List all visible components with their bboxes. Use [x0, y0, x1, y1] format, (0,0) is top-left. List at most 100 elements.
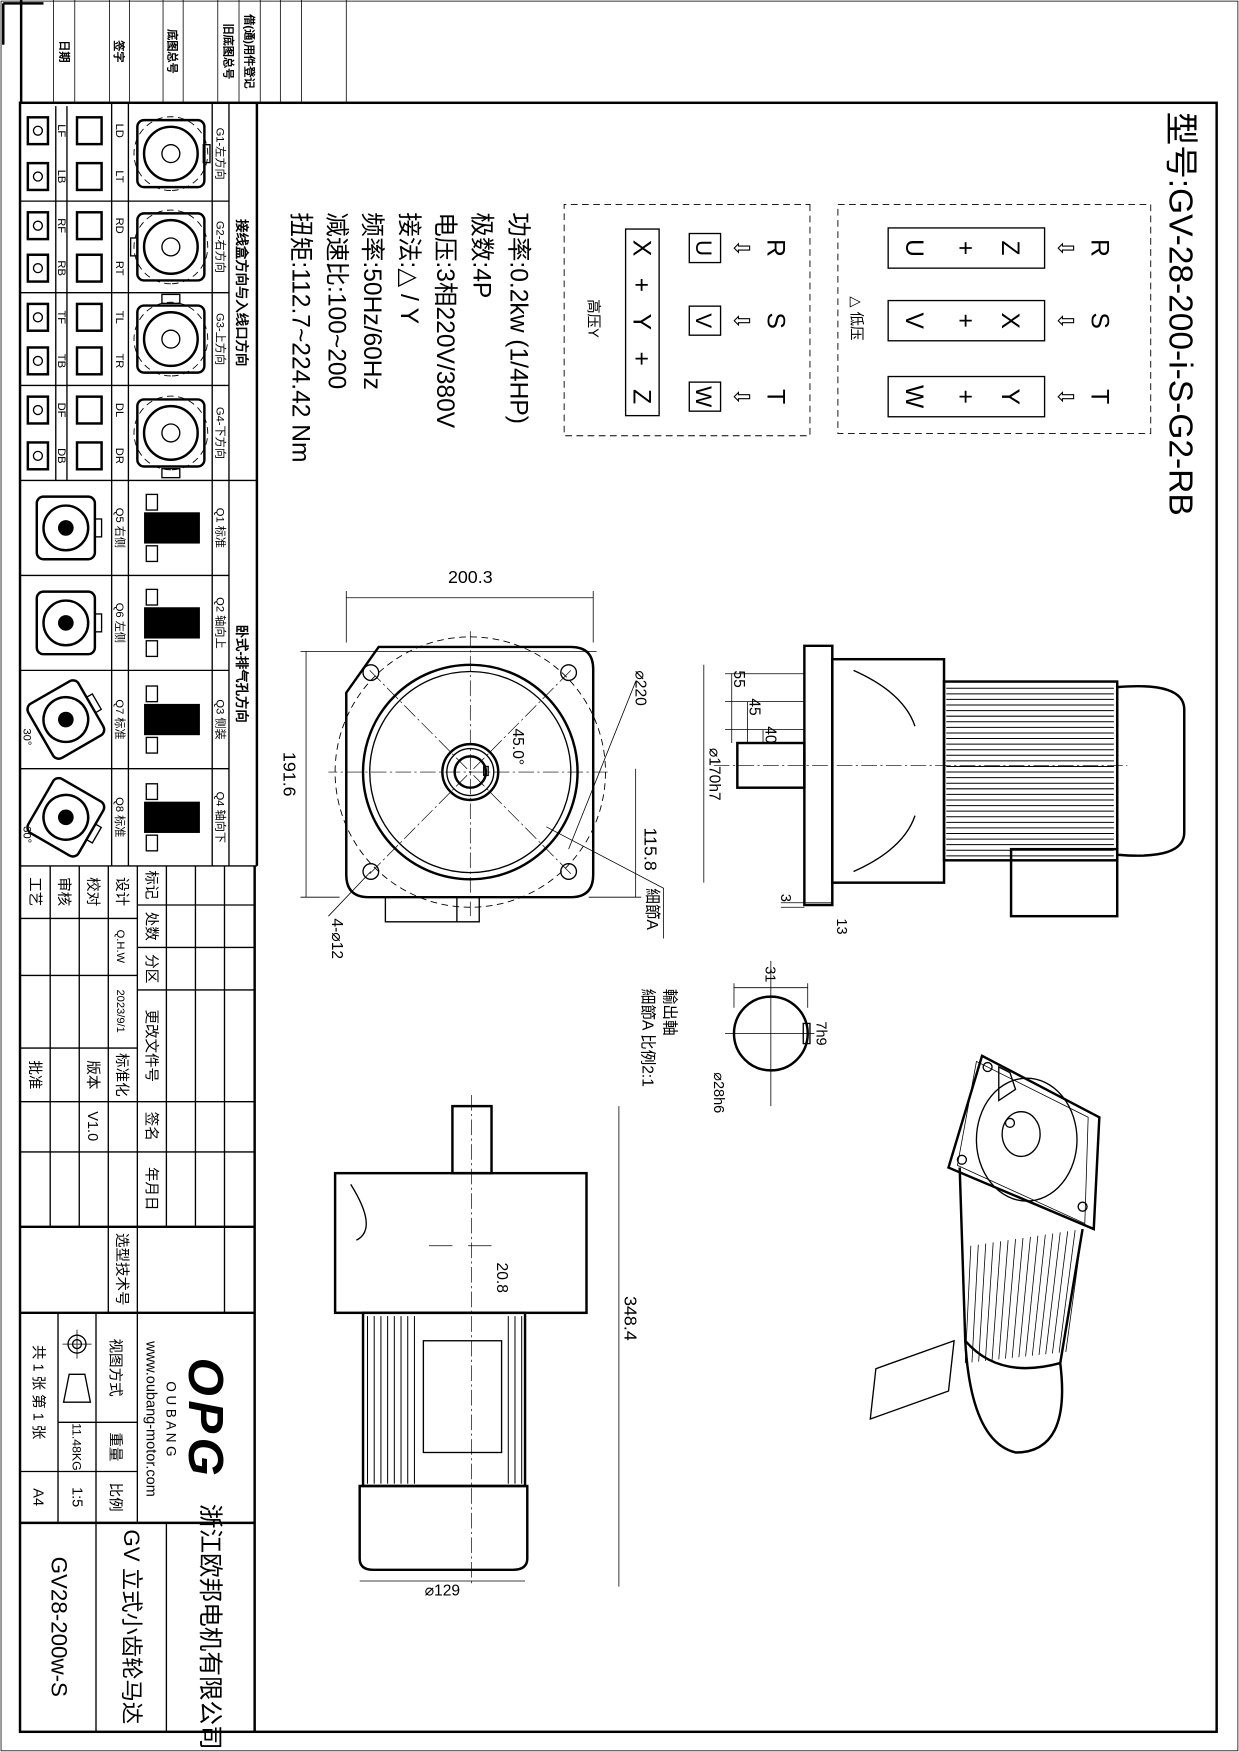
q-mount-label: Q8 标准 — [113, 797, 126, 837]
connection-text: + — [951, 241, 978, 255]
terminal-s: S — [1086, 312, 1113, 328]
mount-icon — [144, 783, 200, 852]
terminal-s: S — [761, 312, 788, 328]
inlet-position-label: TF — [55, 310, 67, 324]
flange-icon — [129, 209, 209, 285]
cooling-fin — [984, 1242, 994, 1361]
box-position-label: DR — [113, 448, 125, 464]
inlet-icon — [26, 211, 50, 241]
brand-name: O U B A N G — [163, 1381, 178, 1456]
weight-value: 11.48KG — [70, 1423, 84, 1471]
g-direction-label: G4-下方向 — [214, 407, 228, 459]
company-url[interactable]: www.oubang-motor.com — [142, 1340, 158, 1497]
inlet-position-label: TB — [55, 354, 67, 368]
q-mount-label: Q6 左侧 — [113, 603, 126, 643]
binding-corner — [2, 0, 44, 103]
specifications: 功率:0.2kw (1/4HP) 极数:4P 电压:3相220V/380V 接法… — [287, 212, 533, 462]
flange-icon — [26, 776, 106, 858]
cooling-fin — [978, 1243, 987, 1362]
header-label: 签字 — [112, 39, 126, 62]
drawing-number: GV28-200w-S — [46, 1557, 71, 1697]
wiring-high-voltage: R S T ⇩ ⇩ ⇩ U V W X + Y + Z 高压Y — [563, 204, 811, 437]
revision-cell: 版本 — [84, 1060, 101, 1089]
dim-detail-ref: 細節A — [643, 888, 661, 930]
box-position-label: DL — [113, 403, 125, 417]
dim-bottom-dia: ⌀129 — [425, 1583, 460, 1600]
cooling-fin — [1031, 1234, 1046, 1356]
model-title: 型号:GV-28-200-i-S-G2-RB — [1162, 112, 1199, 516]
header-label: 借(通)用件登记 — [243, 13, 257, 88]
cooling-fin — [1038, 1233, 1054, 1355]
spec-voltage: 电压:3相220V/380V — [431, 212, 459, 428]
connection-text: + — [951, 389, 978, 403]
detail-a: 7h9 31 ⌀28h6 輸出軸 細節A 比例2:1 — [638, 960, 829, 1113]
terminal-box-icon — [75, 302, 103, 332]
terminal-t: T — [1086, 389, 1113, 404]
box-position-label: RD — [113, 218, 125, 234]
dim-offset: 115.8 — [641, 827, 661, 870]
dim-circle: ⌀220 — [632, 670, 649, 706]
terminal-box-icon — [75, 346, 103, 376]
inlet-position-label: RF — [55, 218, 67, 233]
detail-title: 輸出軸 — [661, 989, 679, 1036]
inlet-position-label: DB — [55, 448, 67, 464]
box-w: W — [691, 386, 716, 407]
arrow-down-icon: ⇩ — [1053, 311, 1078, 330]
inlet-position-label: LB — [55, 170, 67, 184]
spec-torque: 扭矩:112.7~224.42 Nm — [287, 212, 315, 462]
star-text: + — [627, 278, 654, 292]
spec-ratio: 减速比:100~200 — [322, 212, 350, 389]
angle-label: 30° — [20, 826, 32, 843]
terminal-t: T — [761, 389, 788, 404]
dim-bottom-length: 348.4 — [620, 1296, 640, 1341]
cooling-fin — [1052, 1231, 1069, 1354]
terminal-r: R — [1086, 239, 1113, 257]
inlet-position-label: DF — [55, 403, 67, 418]
dim-13: 13 — [833, 918, 849, 934]
terminal-box-icon — [75, 441, 103, 471]
dim-angle: 45.0° — [509, 728, 526, 765]
inlet-position-label: LF — [55, 124, 67, 137]
terminal-box-icon — [75, 395, 103, 425]
inlet-icon — [26, 302, 50, 332]
revision-cell: 校对 — [84, 877, 101, 906]
dim-front-width: 200.3 — [448, 567, 493, 587]
connection-text: Y — [996, 388, 1023, 404]
detail-shaft: ⌀28h6 — [710, 1072, 726, 1113]
bottom-view: 20.8 348.4 ⌀129 — [333, 1094, 640, 1600]
revision-header: 更改文件号 — [142, 1009, 159, 1082]
flange-icon — [26, 679, 106, 760]
arrow-down-icon: ⇩ — [1053, 239, 1078, 258]
inlet-icon — [26, 253, 50, 283]
terminal-box-icon — [75, 211, 103, 241]
terminal-box-icon — [75, 161, 103, 192]
inlet-position-label: RB — [55, 260, 67, 276]
sheet-count: 共 1 张 第 1 张 — [29, 1345, 47, 1440]
revision-cell: 批准 — [26, 1060, 43, 1089]
cooling-fin — [1011, 1237, 1024, 1358]
box-u: U — [691, 240, 716, 256]
side-view: 55 45 40 ⌀170h7 3 13 — [703, 644, 1186, 935]
spec-connection: 接法:△ / Y — [395, 212, 423, 324]
flange-icon — [133, 395, 209, 479]
spec-power: 功率:0.2kw (1/4HP) — [505, 212, 533, 424]
scale-value: 1:5 — [69, 1487, 85, 1507]
flange-icon — [133, 116, 211, 191]
title-block: 选型技术号 OPG O U B A N G www.oubang-motor.c… — [20, 1225, 255, 1750]
q-mount-label: Q3 侧装 — [214, 699, 227, 739]
revision-header: 年月日 — [142, 1167, 159, 1211]
projection-symbol-icon — [62, 1329, 92, 1403]
inlet-icon — [26, 346, 50, 376]
junction-header: 接线盒方向与入线口方向 — [234, 219, 250, 366]
cooling-fin — [1065, 1228, 1083, 1352]
flange-icon — [133, 293, 209, 377]
wiring-low-voltage: R S T ⇩ ⇩ ⇩ Z + U X + V Y + W △ 低压 — [837, 204, 1152, 434]
cooling-fin — [1005, 1239, 1016, 1359]
dim-holes: 4-⌀12 — [328, 918, 345, 959]
paper-size: A4 — [29, 1488, 45, 1506]
header-label: 旧底图总号 — [221, 23, 235, 79]
scale-label: 比例 — [107, 1483, 124, 1512]
